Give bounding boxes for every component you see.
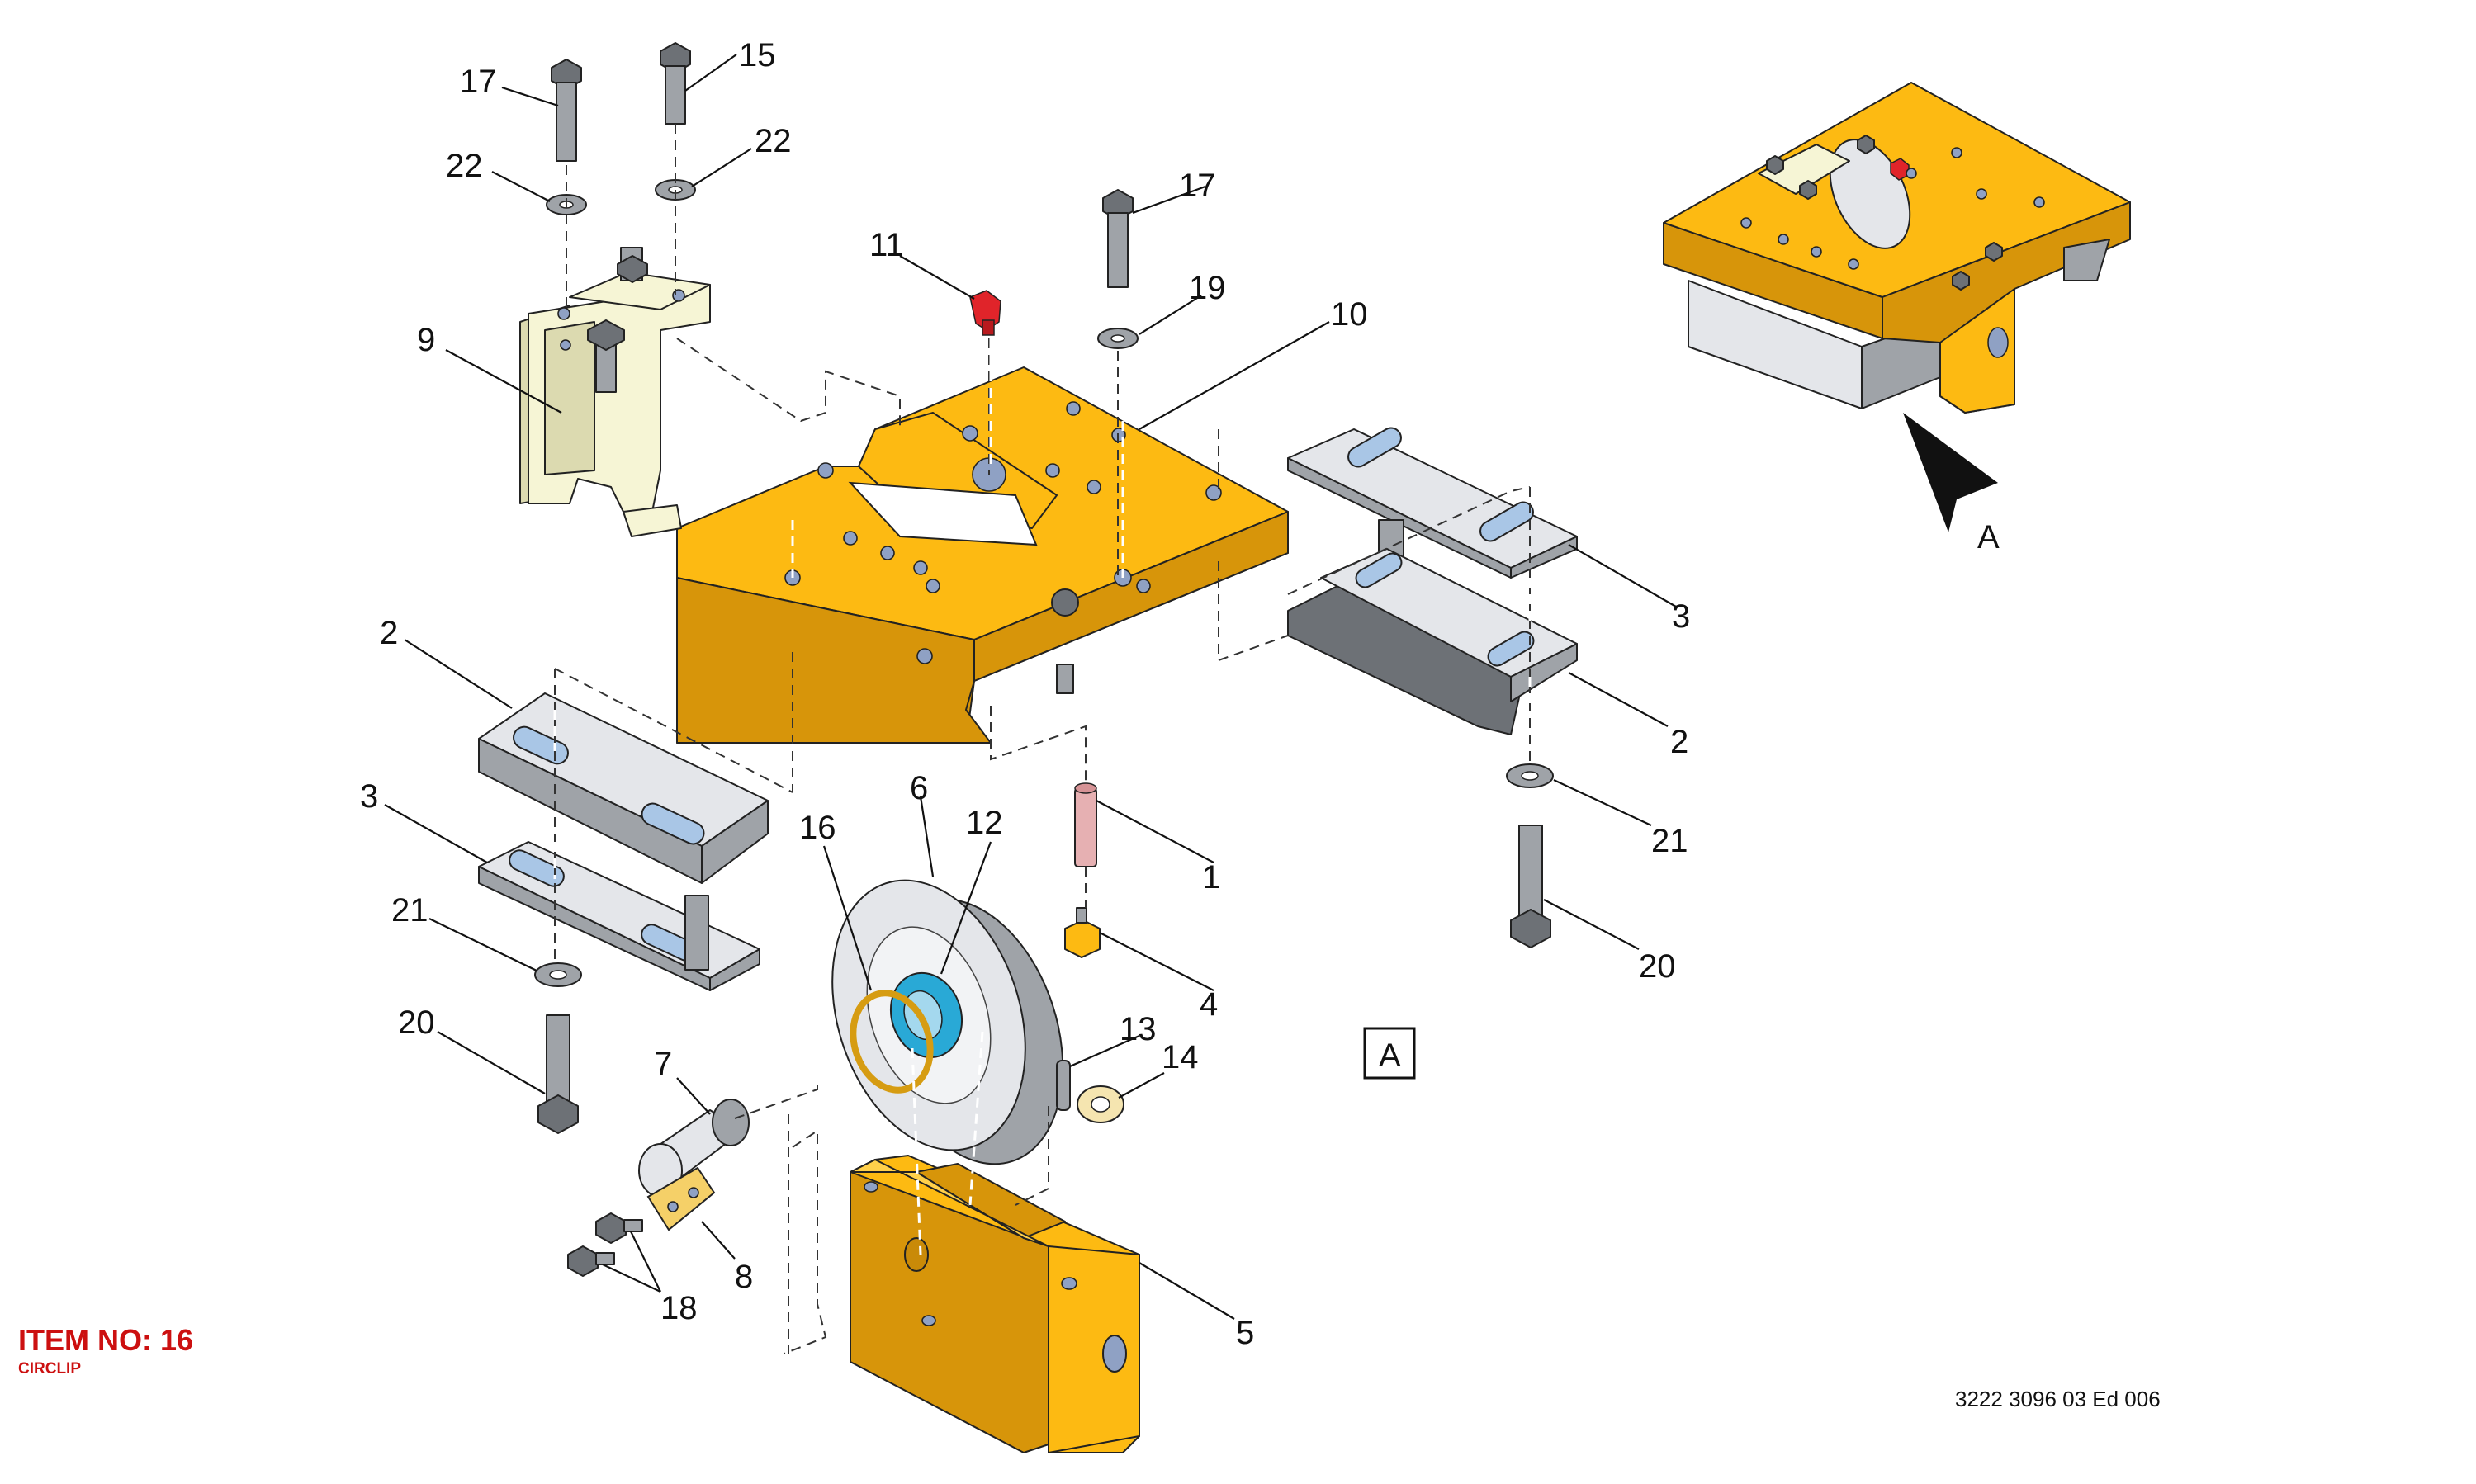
clamp-plate-part-8[interactable] xyxy=(646,1166,716,1231)
bolt-part-20-right[interactable] xyxy=(1510,825,1551,948)
assembled-view xyxy=(1663,82,2131,414)
callout-3-left: 3 xyxy=(360,778,378,815)
screw-part-18-upper[interactable] xyxy=(595,1212,643,1244)
view-arrow xyxy=(1903,413,1998,532)
leader-lines xyxy=(384,54,1677,1320)
callout-2-right: 2 xyxy=(1670,724,1688,760)
washer-part-21-left[interactable] xyxy=(534,962,582,987)
washer-part-21-right[interactable] xyxy=(1506,763,1554,788)
bolt-part-17-right[interactable] xyxy=(1102,189,1134,288)
bracket-part-9[interactable] xyxy=(519,247,711,537)
callout-11: 11 xyxy=(869,227,904,263)
lower-block-part-5[interactable] xyxy=(850,1155,1140,1453)
grease-nipple-part-4[interactable] xyxy=(1064,907,1101,958)
callout-15: 15 xyxy=(739,37,776,73)
washer-part-19[interactable] xyxy=(1097,328,1139,349)
callout-21-left: 21 xyxy=(391,892,428,929)
bolt-part-17-left[interactable] xyxy=(551,59,582,162)
callout-22-left: 22 xyxy=(446,148,483,184)
callout-5: 5 xyxy=(1236,1315,1254,1351)
slide-plate-part-3-left[interactable] xyxy=(478,841,760,991)
bolt-part-15[interactable] xyxy=(660,42,691,125)
view-box xyxy=(1363,1027,1416,1080)
callout-1: 1 xyxy=(1202,859,1220,896)
callout-10: 10 xyxy=(1331,296,1368,333)
slide-plate-part-2-right[interactable] xyxy=(1287,548,1578,735)
callout-7: 7 xyxy=(654,1046,672,1082)
bolt-part-20-left[interactable] xyxy=(537,1014,579,1134)
slide-plate-part-2-left[interactable] xyxy=(478,692,769,884)
callout-18: 18 xyxy=(660,1290,698,1326)
document-reference: 3222 3096 03 Ed 006 xyxy=(1955,1387,2161,1411)
callout-17-right: 17 xyxy=(1179,168,1216,204)
pin-part-1[interactable] xyxy=(1074,782,1097,867)
washer-part-14[interactable] xyxy=(1077,1085,1124,1123)
grease-nipple-part-11[interactable] xyxy=(969,290,1001,336)
callout-3-right: 3 xyxy=(1672,598,1690,635)
callout-numbers: 17 15 22 22 9 11 17 19 10 3 2 21 20 2 3 … xyxy=(360,37,1690,1351)
view-box-label: A xyxy=(1379,1037,1401,1074)
callout-14: 14 xyxy=(1162,1039,1199,1075)
item-name-label: CIRCLIP xyxy=(18,1360,81,1378)
screw-part-18-lower[interactable] xyxy=(567,1245,615,1277)
view-arrow-label: A xyxy=(1977,519,2000,555)
item-number-label: ITEM NO: 16 xyxy=(18,1323,194,1357)
slide-plate-part-3-right[interactable] xyxy=(1287,424,1578,591)
callout-12: 12 xyxy=(966,805,1003,841)
callout-2-left: 2 xyxy=(380,615,398,651)
circlip-part-16[interactable] xyxy=(841,983,943,1100)
pin-part-13[interactable] xyxy=(1056,1060,1071,1111)
callout-20-left: 20 xyxy=(398,1004,435,1041)
callout-20-right: 20 xyxy=(1639,948,1676,985)
top-plate-part-10[interactable] xyxy=(676,366,1289,744)
callout-4: 4 xyxy=(1200,986,1218,1023)
callout-16: 16 xyxy=(799,810,836,846)
callout-17-left: 17 xyxy=(460,64,497,100)
callout-13: 13 xyxy=(1120,1011,1157,1047)
callout-8: 8 xyxy=(735,1259,753,1295)
callout-22-right: 22 xyxy=(755,123,792,159)
callout-9: 9 xyxy=(417,322,435,358)
callout-21-right: 21 xyxy=(1651,823,1688,859)
callout-19: 19 xyxy=(1189,270,1226,306)
assembly-lines xyxy=(553,124,1532,1354)
callout-6: 6 xyxy=(910,770,928,806)
